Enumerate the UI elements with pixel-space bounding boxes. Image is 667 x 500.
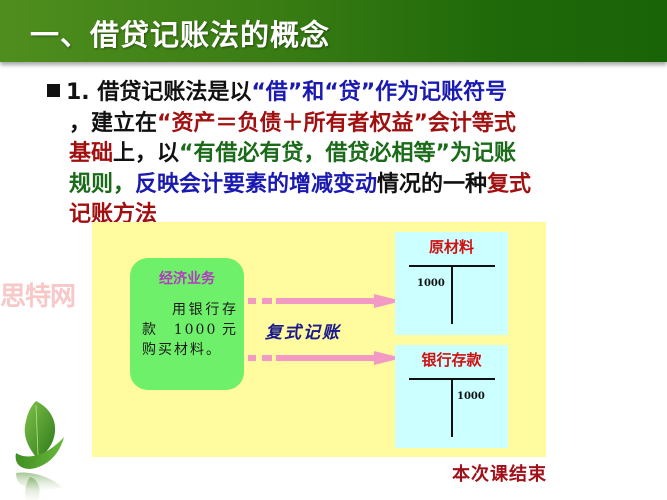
square-bullet-icon xyxy=(47,84,60,97)
text-segment: 情况的一种 xyxy=(377,171,488,197)
definition-line-4: 规则，反映会计要素的增减变动情况的一种复式 xyxy=(47,170,627,201)
slide-title: 一、借贷记账法的概念 xyxy=(30,18,331,52)
lesson-end-label: 本次课结束 xyxy=(452,464,547,485)
watermark: 思特网 xyxy=(0,282,76,312)
account-name: 银行存款 xyxy=(421,351,482,369)
text-segment-rule: “有借必有贷，借贷必相等”为记账 xyxy=(179,141,516,166)
credit-amount: 1000 xyxy=(457,391,485,402)
business-transaction-box: 经济业务 用银行存款 1000元购买材料。 xyxy=(130,258,244,390)
slide-header: 一、借贷记账法的概念 xyxy=(0,0,667,62)
definition-text: 1. 借贷记账法是以“借”和“贷”作为记账符号 ，建立在“资产＝负债＋所有者权益… xyxy=(47,78,627,231)
text-segment: ，建立在 xyxy=(69,110,158,136)
text-segment: 上，以 xyxy=(113,141,180,166)
text-segment: 1. 借贷记账法是以 xyxy=(66,80,252,105)
double-entry-diagram: 经济业务 用银行存款 1000元购买材料。 复式记账 原材料 1000 银行存款… xyxy=(92,222,546,457)
text-segment-debit-credit-symbols: “借”和“贷”作为记账符号 xyxy=(251,80,508,105)
business-transaction-title: 经济业务 xyxy=(159,271,215,287)
text-segment-double-entry: 复式 xyxy=(487,171,532,197)
definition-line-2: ，建立在“资产＝负债＋所有者权益”会计等式 xyxy=(47,109,627,140)
business-transaction-description: 用银行存款 1000元购买材料。 xyxy=(142,302,238,358)
arrow-right-icon xyxy=(248,294,404,308)
text-segment: 规则， xyxy=(69,171,136,197)
arrow-right-icon xyxy=(248,351,404,365)
debit-amount: 1000 xyxy=(417,278,445,289)
leaf-icon xyxy=(15,401,64,500)
text-segment-accounting-equation: “资产＝负债＋所有者权益”会计等式 xyxy=(157,110,516,136)
t-account-bank-deposit: 银行存款 1000 xyxy=(395,345,508,448)
text-segment-reflects-changes: 反映会计要素的增减变动 xyxy=(135,171,378,197)
definition-line-1: 1. 借贷记账法是以“借”和“贷”作为记账符号 xyxy=(47,78,627,109)
definition-line-3: 基础上，以“有借必有贷，借贷必相等”为记账 xyxy=(47,139,627,170)
text-segment: 基础 xyxy=(69,141,114,166)
t-account-vertical-line xyxy=(451,379,453,437)
t-account-raw-materials: 原材料 1000 xyxy=(395,232,508,335)
t-account-vertical-line xyxy=(451,266,453,324)
account-name: 原材料 xyxy=(428,238,474,256)
double-entry-label: 复式记账 xyxy=(265,323,341,343)
